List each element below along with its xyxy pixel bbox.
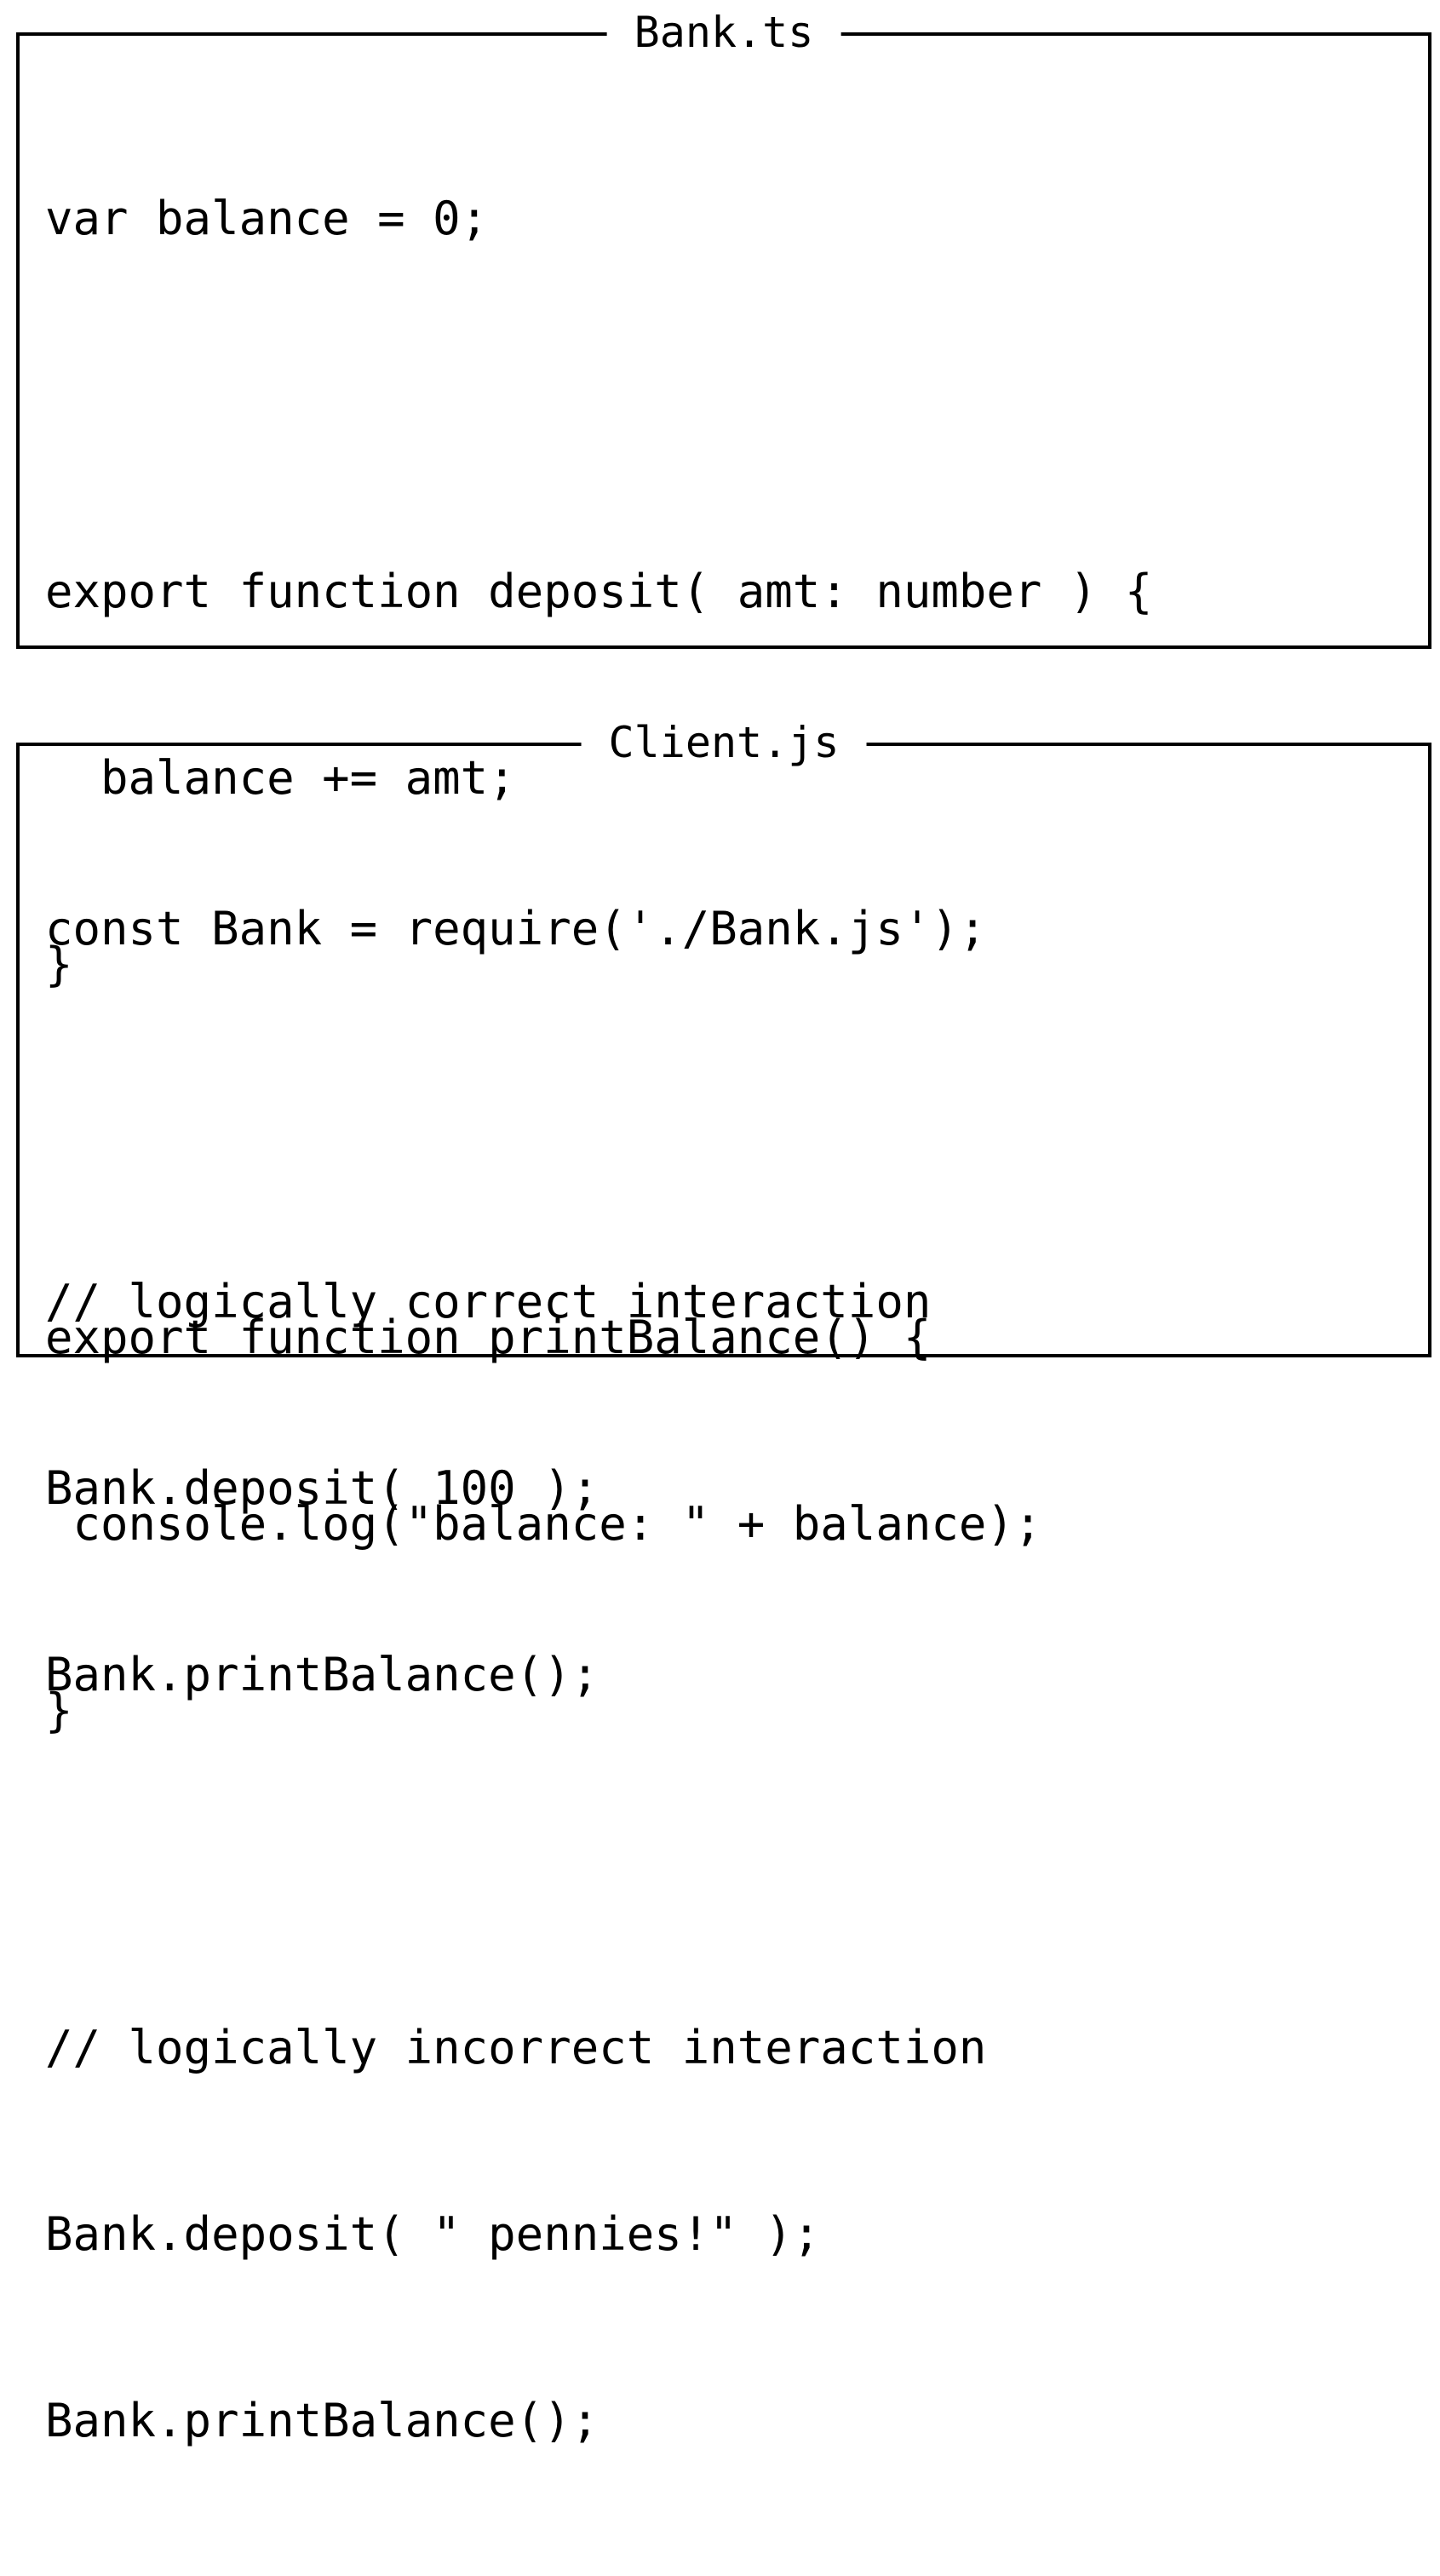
code-line: // logically correct interaction: [45, 1275, 932, 1328]
code-line: }: [45, 938, 73, 991]
code-line: var balance = 0;: [45, 192, 489, 245]
client-js-panel: Client.js const Bank = require('./Bank.j…: [16, 717, 1431, 2447]
code-line: [45, 374, 1152, 436]
code-line: Bank.printBalance();: [45, 2394, 600, 2447]
code-line: Bank.deposit( 100 );: [45, 1461, 600, 1515]
code-line: const Bank = require('./Bank.js');: [45, 902, 987, 955]
code-line: [45, 1830, 986, 1892]
code-line: [45, 1084, 986, 1146]
code-line: export function deposit( amt: number ) {: [45, 565, 1153, 618]
code-line: balance += amt;: [45, 751, 516, 805]
code-line: Bank.printBalance();: [45, 1648, 600, 1701]
code-line: Bank.deposit( " pennies!" );: [45, 2207, 821, 2261]
client-js-code: const Bank = require('./Bank.js'); // lo…: [45, 773, 986, 2576]
client-js-title: Client.js: [581, 717, 867, 768]
bank-ts-panel: Bank.ts var balance = 0; export function…: [16, 7, 1431, 1737]
bank-ts-title: Bank.ts: [606, 7, 841, 58]
code-line: // logically incorrect interaction: [45, 2021, 987, 2074]
